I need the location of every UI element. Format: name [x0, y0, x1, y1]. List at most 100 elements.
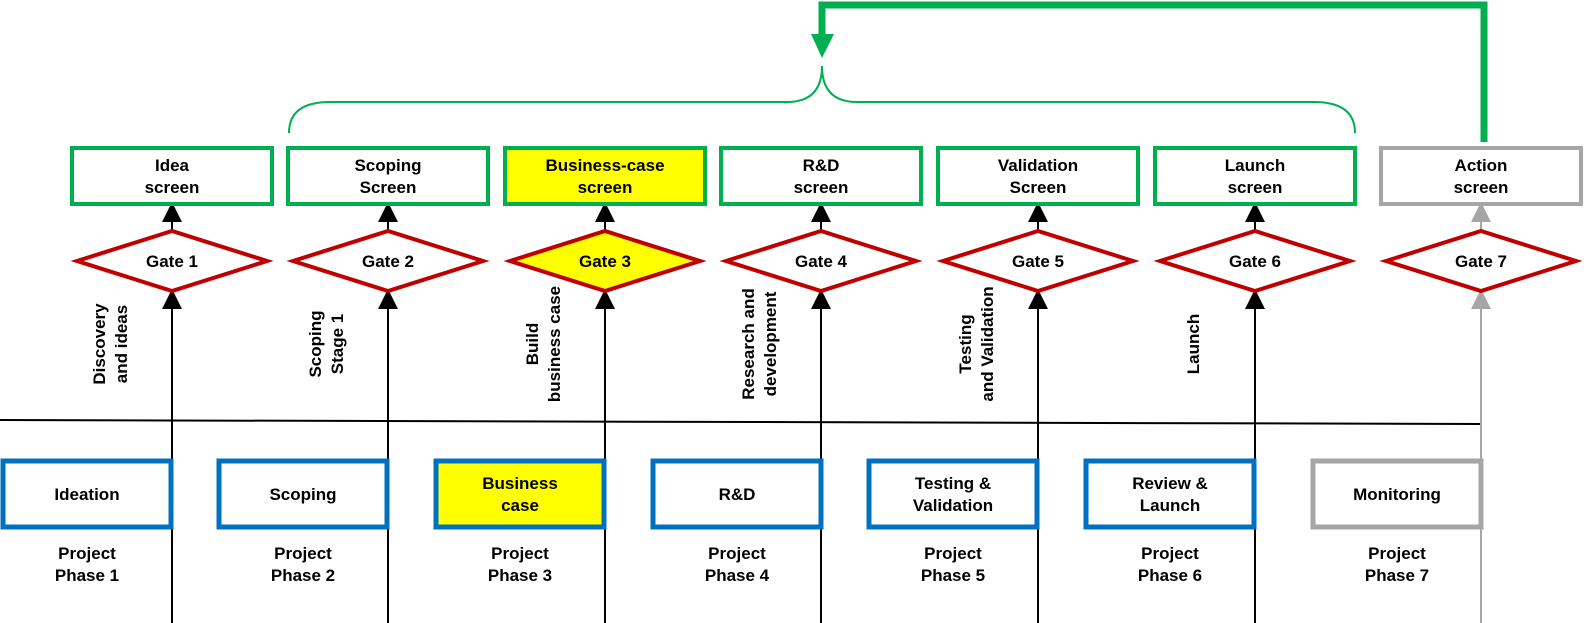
- screen-label-line: screen: [145, 178, 200, 197]
- phase-box-label-line: Validation: [913, 496, 993, 515]
- activity-label-line: Discovery: [90, 303, 109, 385]
- screen-box: [70, 146, 274, 206]
- activity-label-line: development: [761, 291, 780, 396]
- gate-label: Gate 6: [1229, 252, 1281, 271]
- screen-label: Launch screen: [1225, 156, 1285, 197]
- screen-box: [1153, 146, 1357, 206]
- screen-label-line: Launch: [1225, 156, 1285, 175]
- phase-box-label-line: Launch: [1140, 496, 1200, 515]
- timeline-line: [0, 419, 1482, 425]
- phase-label-line: Project: [274, 544, 332, 563]
- screen-label-line: Business-case: [545, 156, 664, 175]
- feedback-loop-line: [818, 1, 1488, 142]
- phase-box-label: Scoping: [269, 485, 336, 504]
- screen-label-line: Screen: [1010, 178, 1067, 197]
- gate-diamond: [503, 228, 707, 294]
- activity-label-line: Build: [523, 323, 542, 366]
- screen-label-line: Screen: [360, 178, 417, 197]
- phase-label-line: Project: [924, 544, 982, 563]
- phase-label-line: Project: [58, 544, 116, 563]
- screen-label-line: screen: [794, 178, 849, 197]
- activity-label: Launch: [1184, 314, 1203, 374]
- screen-box: [936, 146, 1140, 206]
- screen-label: Idea screen: [145, 156, 200, 197]
- gate-diamond: [1379, 228, 1583, 294]
- activity-label-line: Stage 1: [328, 314, 347, 374]
- activity-label-line: and ideas: [112, 305, 131, 383]
- phase-label-line: Phase 5: [921, 566, 985, 585]
- phase-box-label-line: R&D: [719, 485, 756, 504]
- phase-box: [1083, 458, 1257, 530]
- screen-label-line: Idea: [155, 156, 190, 175]
- screen-label-line: screen: [1454, 178, 1509, 197]
- phase-box-label: Testing &Validation: [913, 474, 993, 515]
- gate-diamond: [70, 228, 274, 294]
- gate-diamond: [936, 228, 1140, 294]
- phase-box: [433, 458, 607, 530]
- phase-box-label: Review & Launch: [1132, 474, 1208, 515]
- screen-label: Business-case screen: [545, 156, 664, 197]
- activity-label-line: business case: [545, 286, 564, 402]
- activity-label-line: Scoping: [306, 310, 325, 377]
- phase-box-label-line: case: [501, 496, 539, 515]
- screen-box: [719, 146, 923, 206]
- activity-label-line: Testing: [956, 314, 975, 373]
- phase-label-line: Phase 3: [488, 566, 552, 585]
- gate-label: Gate 1: [146, 252, 198, 271]
- phase-box: [1310, 458, 1484, 530]
- activity-label-line: and Validation: [978, 286, 997, 401]
- phase-box-label: R&D: [719, 485, 756, 504]
- phase-label-line: Phase 2: [271, 566, 335, 585]
- phase-box-label-line: Ideation: [54, 485, 119, 504]
- activity-label-line: Research and: [739, 288, 758, 400]
- gate-label: Gate 5: [1012, 252, 1064, 271]
- phase-box: [0, 458, 174, 530]
- phase-box-label-line: Review &: [1132, 474, 1208, 493]
- screen-label-line: Scoping: [354, 156, 421, 175]
- phase-box-label-line: Monitoring: [1353, 485, 1441, 504]
- phase-box-label-line: Scoping: [269, 485, 336, 504]
- gate-label: Gate 2: [362, 252, 414, 271]
- screen-label-line: Validation: [998, 156, 1078, 175]
- phase-label-line: Project: [491, 544, 549, 563]
- screen-box: [1379, 146, 1583, 206]
- screen-label-line: screen: [578, 178, 633, 197]
- phase-box-label: Monitoring: [1353, 485, 1441, 504]
- activity-label-line: Launch: [1184, 314, 1203, 374]
- feedback-loop-arrowhead: [811, 34, 834, 58]
- activity-label-group: Launch: [1184, 314, 1203, 374]
- screen-label-line: Action: [1455, 156, 1508, 175]
- gate-diamond: [286, 228, 490, 294]
- gate-diamond: [1153, 228, 1357, 294]
- phase-label-line: Phase 7: [1365, 566, 1429, 585]
- phase-box: [866, 458, 1040, 530]
- screen-box: [503, 146, 707, 206]
- phase-label-line: Project: [1141, 544, 1199, 563]
- gate-label: Gate 3: [579, 252, 631, 271]
- phase-label-line: Phase 4: [705, 566, 770, 585]
- screen-label-line: screen: [1228, 178, 1283, 197]
- gate-label: Gate 4: [795, 252, 848, 271]
